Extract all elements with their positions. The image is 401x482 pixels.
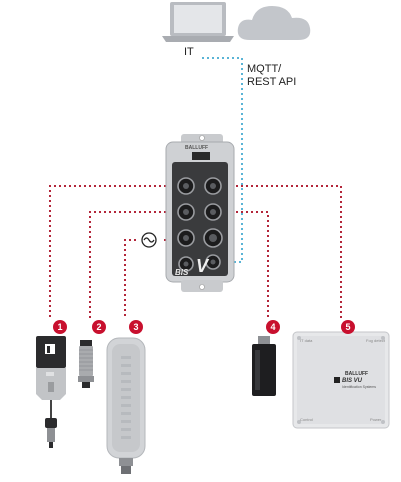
badge-3: 3 [129,320,143,334]
badge-5: 5 [341,320,355,334]
it-label: IT [184,46,194,58]
badge-2: 2 [92,320,106,334]
device-5-bis-vu-unit [292,331,390,429]
device-1-sensor [36,336,66,448]
master-module [165,134,235,292]
device-4-module [252,336,276,396]
master-logo-v: V [196,256,209,276]
unit5-foot-right-text: Power [370,417,382,422]
laptop-icon [162,2,234,42]
protocol-label-line-2: REST API [247,76,297,88]
device-3-stack-light [106,337,146,474]
unit5-port-right-text: Fog detect [366,338,385,343]
badge-4: 4 [266,320,280,334]
device-2-proximity-sensor [78,340,94,388]
badge-1: 1 [53,320,67,334]
unit5-foot-left-text: Control [300,417,313,422]
cloud-icon [237,6,311,40]
master-logo-text: BIS [175,268,189,277]
master-brand-text: BALLUFF [185,145,209,151]
unit5-model-text: BIS VU [342,378,363,384]
unit5-brand-text: BALLUFF [345,371,369,377]
power-plug-icon [141,232,157,248]
unit5-port-left-text: IT data [300,338,313,343]
protocol-label-line-1: MQTT/ [247,63,282,75]
unit5-subtitle-text: Identification Systems [342,385,377,389]
